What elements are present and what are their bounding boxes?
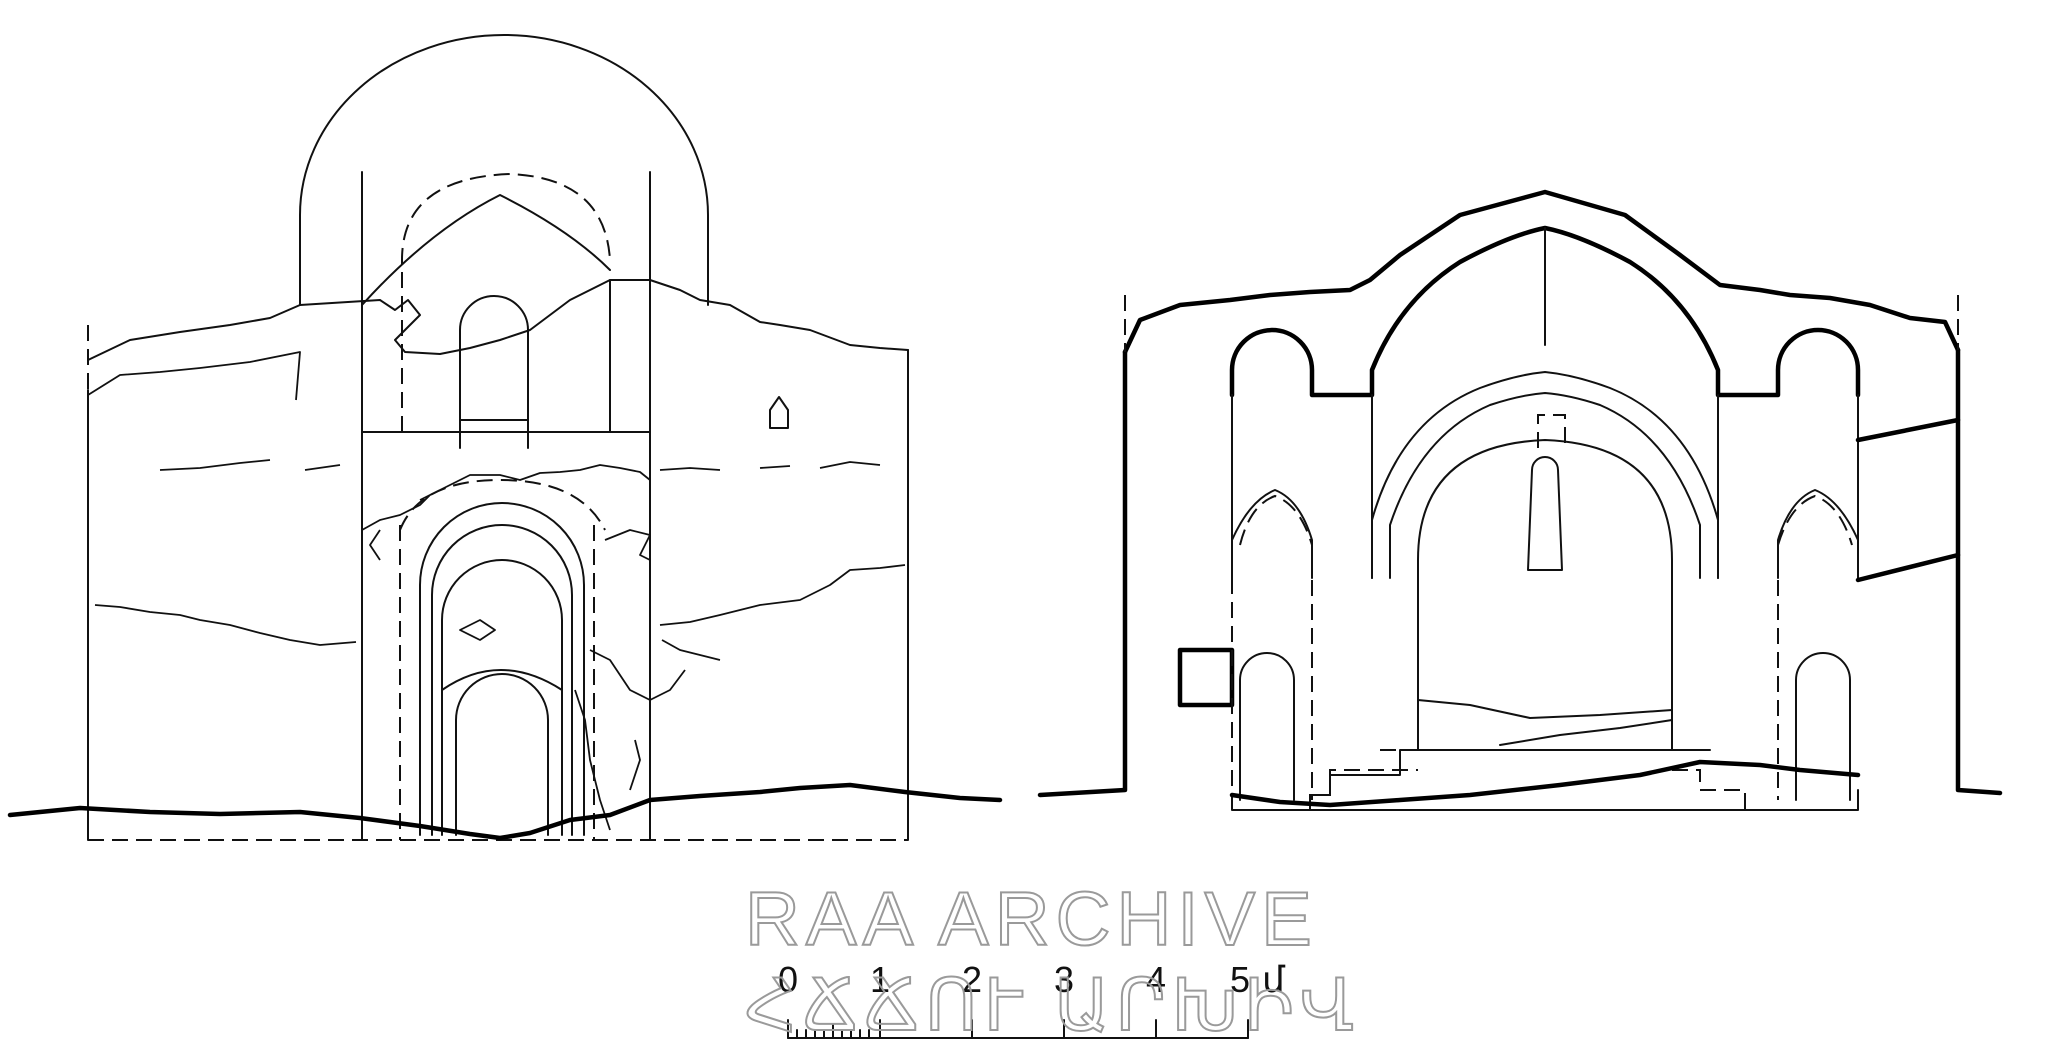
watermark-line-1: RAA ARCHIVE — [745, 877, 1318, 962]
scale-tick-1: 1 — [870, 959, 890, 1000]
scale-tick-4: 4 — [1146, 959, 1166, 1000]
scale-tick-2: 2 — [962, 959, 982, 1000]
longitudinal-section — [1037, 189, 2003, 811]
scale-tick-0: 0 — [778, 959, 798, 1000]
watermark: RAA ARCHIVE ՀՃՃՈՒ ԱՐԽԻՎ — [744, 876, 1360, 1047]
scale-tick-5: 5 — [1230, 959, 1250, 1000]
facade-elevation — [7, 34, 1003, 841]
scale-bar: 0 1 2 3 4 5 մ — [778, 959, 1286, 1039]
scale-tick-3: 3 — [1054, 959, 1074, 1000]
watermark-line-2: ՀՃՃՈՒ ԱՐԽԻՎ — [745, 966, 1360, 1046]
scale-unit: մ — [1262, 959, 1286, 1000]
